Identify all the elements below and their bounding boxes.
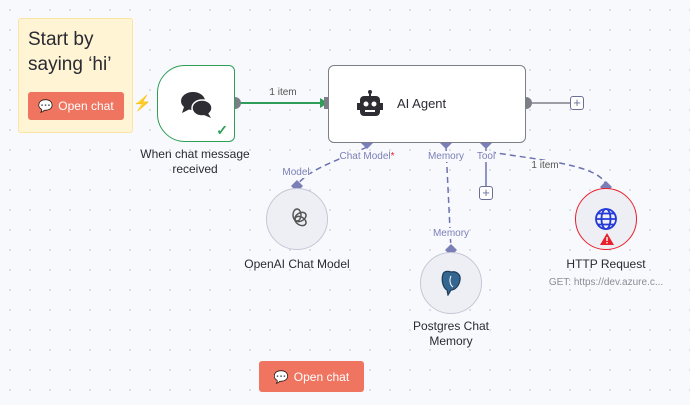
- add-tool-button[interactable]: +: [479, 186, 493, 200]
- ai-agent-node[interactable]: AI Agent: [328, 65, 526, 143]
- model-connection: [296, 146, 368, 186]
- http-request-node[interactable]: [575, 188, 637, 250]
- sticky-open-chat-button[interactable]: 💬Open chat: [28, 92, 124, 120]
- tool-connection: [489, 151, 607, 186]
- chat-icon: 💬: [38, 99, 54, 113]
- openai-name: OpenAI Chat Model: [244, 257, 350, 271]
- openai-node[interactable]: [266, 188, 328, 250]
- postgres-node[interactable]: [420, 252, 482, 314]
- add-node-button[interactable]: +: [570, 96, 584, 110]
- sticky-title: Start by saying ‘hi’: [28, 29, 112, 75]
- lightning-icon: ⚡: [133, 95, 152, 112]
- http-request-subtitle: GET: https://dev.azure.c...: [548, 277, 664, 288]
- ai-agent-name: AI Agent: [397, 96, 447, 111]
- memory-port-label: Memory: [427, 151, 465, 162]
- success-check-icon: ✓: [216, 122, 228, 138]
- sticky-note[interactable]: Start by saying ‘hi’ 💬Open chat: [18, 18, 133, 133]
- memory-input-label: Memory: [432, 228, 470, 239]
- warning-icon: [600, 233, 614, 245]
- http-request-name: HTTP Request: [566, 257, 646, 271]
- tool-edge-label: 1 item: [531, 160, 559, 171]
- chat-model-port-label: Chat Model*: [339, 151, 395, 162]
- postgres-elephant-icon: [441, 270, 461, 296]
- robot-icon: [357, 90, 383, 116]
- main-edge-label: 1 item: [269, 87, 297, 98]
- model-input-label: Model: [282, 167, 310, 178]
- open-chat-button[interactable]: 💬Open chat: [259, 361, 364, 392]
- tool-port-label: Tool: [476, 151, 496, 162]
- globe-icon: [595, 208, 617, 230]
- openai-icon: [292, 208, 307, 227]
- chat-bubbles-icon: [181, 92, 213, 118]
- chat-icon: 💬: [273, 369, 289, 384]
- chat-trigger-node[interactable]: ✓: [157, 65, 235, 142]
